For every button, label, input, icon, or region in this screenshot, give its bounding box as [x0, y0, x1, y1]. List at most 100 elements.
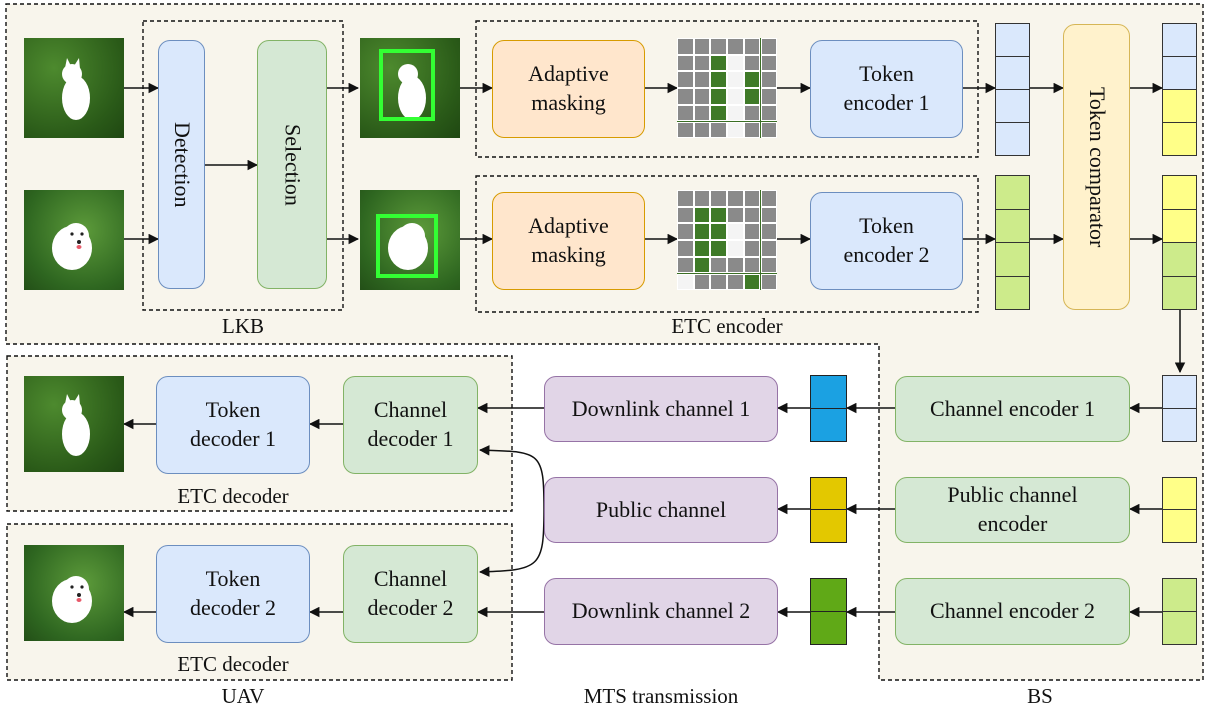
- downlink-channel-2: Downlink channel 2: [544, 578, 778, 645]
- mask-patch: [743, 273, 761, 290]
- mask-patch: [760, 206, 777, 224]
- mask-patch: [693, 190, 711, 207]
- mask-patch: [760, 223, 777, 241]
- cat-bbox-icon: [379, 49, 435, 121]
- mask-patch: [693, 256, 711, 274]
- adaptive-masking-1-label: Adaptive masking: [528, 61, 609, 115]
- mask-patch: [743, 240, 761, 257]
- mask-patch: [710, 38, 728, 55]
- bs-token-public: [1162, 477, 1197, 543]
- mask-patch: [693, 273, 711, 290]
- mask-patch: [710, 104, 728, 122]
- lkb-label: LKB: [222, 314, 264, 338]
- channel-decoder-2-label: Channel decoder 2: [367, 566, 454, 620]
- mask-patch: [727, 88, 744, 105]
- cat-image-input: [24, 38, 124, 138]
- mask-patch: [693, 104, 711, 122]
- mask-patch: [677, 256, 694, 274]
- mask-patch: [727, 121, 744, 138]
- mask-patch: [693, 71, 711, 89]
- mask-patch: [677, 206, 694, 224]
- token-decoder-1: Token decoder 1: [156, 376, 310, 474]
- mask-patch: [710, 88, 728, 105]
- selection-block: Selection: [257, 40, 327, 289]
- channel-encoder-2: Channel encoder 2: [895, 578, 1130, 645]
- token-stack-2: [995, 175, 1030, 310]
- token-decoder-2-label: Token decoder 2: [189, 566, 277, 620]
- mask-patch: [710, 273, 728, 290]
- mask-patch: [677, 223, 694, 241]
- dog-image-selected: [360, 190, 460, 290]
- cat-image-selected: [360, 38, 460, 138]
- adaptive-masking-2: Adaptive masking: [492, 192, 645, 290]
- mask-patch: [727, 240, 744, 257]
- mask-patch: [710, 223, 728, 241]
- symbol-2: [810, 578, 847, 645]
- mask-patch: [710, 71, 728, 89]
- token-stack-out-1: [1162, 23, 1197, 156]
- mask-patch: [760, 88, 777, 105]
- detection-label: Detection: [169, 121, 195, 208]
- mask-patch: [743, 88, 761, 105]
- mask-patch: [677, 54, 694, 72]
- cat-image-output: [24, 376, 124, 472]
- mask-patch: [710, 121, 728, 138]
- mask-patch: [727, 104, 744, 122]
- mask-patch: [760, 71, 777, 89]
- mask-patch: [727, 38, 744, 55]
- selection-label: Selection: [280, 123, 306, 206]
- dog-output-icon: [52, 576, 92, 623]
- mask-patch: [760, 104, 777, 122]
- mask-patch: [693, 240, 711, 257]
- mask-patch: [743, 223, 761, 241]
- uav-label: UAV: [221, 684, 265, 708]
- mask-patch: [693, 121, 711, 138]
- mask-patch: [677, 240, 694, 257]
- token-decoder-1-label: Token decoder 1: [189, 397, 277, 451]
- channel-decoder-1-label: Channel decoder 1: [367, 397, 454, 451]
- adaptive-masking-1: Adaptive masking: [492, 40, 645, 138]
- token-stack-1: [995, 23, 1030, 156]
- mask-patch: [693, 54, 711, 72]
- mask-patch: [710, 54, 728, 72]
- mask-patch: [727, 223, 744, 241]
- mask-patch: [743, 190, 761, 207]
- public-channel-encoder-label: Public channel encoder: [947, 482, 1078, 536]
- mask-patch: [710, 190, 728, 207]
- mask-patch: [760, 273, 777, 290]
- mask-patch: [677, 88, 694, 105]
- channel-decoder-2: Channel decoder 2: [343, 545, 478, 643]
- mask-patch: [743, 71, 761, 89]
- public-channel-label: Public channel: [595, 496, 727, 522]
- mask-patch: [743, 54, 761, 72]
- mask-patch: [727, 206, 744, 224]
- mask-patch: [677, 190, 694, 207]
- token-comparator: Token comparator: [1063, 24, 1130, 310]
- mask-patch: [710, 206, 728, 224]
- channel-encoder-1: Channel encoder 1: [895, 376, 1130, 442]
- mask-patch: [743, 104, 761, 122]
- mask-patch: [693, 38, 711, 55]
- bs-token-1: [1162, 375, 1197, 442]
- downlink-channel-2-label: Downlink channel 2: [571, 598, 751, 624]
- bs-label: BS: [1027, 684, 1053, 708]
- symbol-public: [810, 477, 847, 543]
- mask-patch: [677, 104, 694, 122]
- channel-decoder-1: Channel decoder 1: [343, 376, 478, 474]
- adaptive-masking-2-label: Adaptive masking: [528, 213, 609, 267]
- token-stack-out-2: [1162, 175, 1197, 310]
- token-encoder-1-label: Token encoder 1: [843, 61, 930, 115]
- mask-patch: [743, 256, 761, 274]
- token-encoder-2-label: Token encoder 2: [843, 213, 930, 267]
- downlink-channel-1: Downlink channel 1: [544, 376, 778, 442]
- mask-patch: [760, 121, 777, 138]
- token-encoder-1: Token encoder 1: [810, 40, 963, 138]
- token-decoder-2: Token decoder 2: [156, 545, 310, 643]
- masked-cat-image: [677, 38, 777, 138]
- etc-decoder-2-label: ETC decoder: [177, 652, 289, 676]
- mask-patch: [760, 54, 777, 72]
- dog-image-input: [24, 190, 124, 290]
- public-channel-encoder: Public channel encoder: [895, 477, 1130, 543]
- dog-bbox-icon: [376, 214, 438, 278]
- cat-output-icon: [62, 394, 90, 456]
